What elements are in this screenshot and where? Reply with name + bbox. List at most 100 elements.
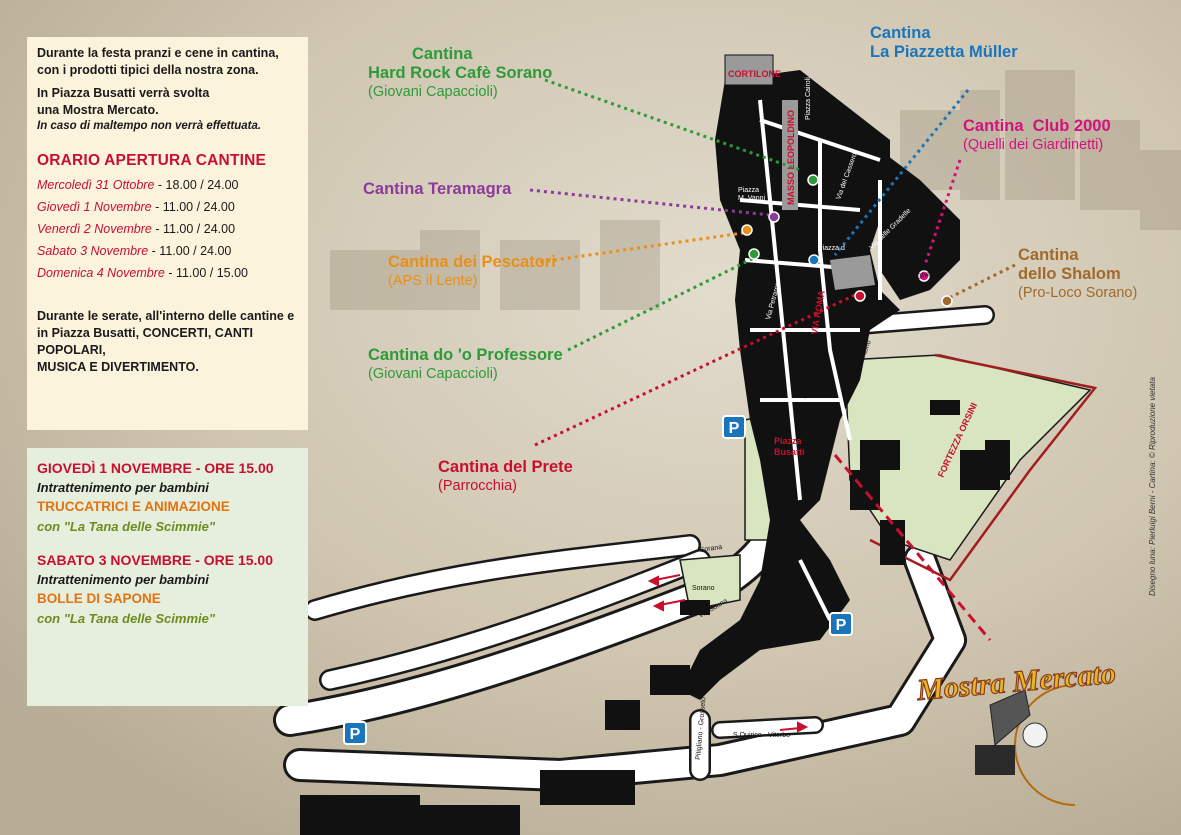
street-sorana: Sorana — [699, 544, 722, 554]
schedule-row: Giovedì 1 Novembre - 11.00 / 24.00 — [37, 196, 298, 218]
credits-text: Disegno luna: Pierluigi Berni - Cartina:… — [1148, 377, 1157, 596]
pin-shalom-icon — [941, 295, 953, 307]
pin-club-2000-icon — [918, 270, 930, 282]
cantina-name: La Piazzetta Müller — [870, 43, 1018, 61]
parking-icons: P P P — [343, 415, 853, 745]
cortilone-area — [724, 54, 774, 86]
street-piazza-cairoli: Piazza Cairoli — [805, 77, 812, 120]
pin-hard-rock-icon — [807, 174, 819, 186]
cantina-pins — [741, 174, 953, 307]
schedule-hours: - 11.00 / 15.00 — [164, 266, 249, 280]
event-host: con "La Tana delle Scimmie" — [37, 611, 216, 626]
evenings-line: in Piazza Busatti, CONCERTI, CANTI POPOL… — [37, 326, 253, 357]
street-sorano: Sorano — [692, 585, 715, 592]
cantina-pescatori-label[interactable]: Cantina dei Pescatori (APS il Lente) — [388, 253, 556, 291]
schedule-day: Venerdì 2 Novembre — [37, 222, 152, 236]
roads — [273, 305, 995, 792]
events-panel: GIOVEDÌ 1 NOVEMBRE - ORE 15.00 Intratten… — [27, 448, 308, 706]
town-blocks — [300, 70, 1010, 835]
schedule-title: ORARIO APERTURA CANTINE — [37, 152, 267, 169]
cantina-piazzetta-muller-label[interactable]: Cantina La Piazzetta Müller — [870, 24, 1018, 62]
schedule-row: Domenica 4 Novembre - 11.00 / 15.00 — [37, 262, 298, 284]
info-line: con i prodotti tipici della nostra zona. — [37, 63, 259, 77]
event-description: Intrattenimento per bambini — [37, 480, 209, 495]
evenings-line: MUSICA E DIVERTIMENTO. — [37, 360, 199, 374]
parking-icon: P — [829, 612, 853, 636]
cantina-name: dello Shalom — [1018, 265, 1121, 283]
cantina-title: Cantina — [1018, 246, 1079, 264]
background-town-silhouette — [330, 70, 1181, 310]
moon-gramophone-emblem — [975, 684, 1076, 806]
event-name: BOLLE DI SAPONE — [37, 591, 161, 606]
cantina-shalom-label[interactable]: Cantina dello Shalom (Pro-Loco Sorano) — [1018, 246, 1137, 303]
evenings-text: Durante le serate, all'interno delle can… — [37, 308, 298, 376]
pin-prete-icon — [854, 290, 866, 302]
info-note: In caso di maltempo non verrà effettuata… — [37, 120, 262, 132]
info-line: una Mostra Mercato. — [37, 103, 159, 117]
cantina-organizer: (APS il Lente) — [388, 273, 478, 289]
evenings-line: Durante le serate, all'interno delle can… — [37, 309, 295, 323]
event-item: GIOVEDÌ 1 NOVEMBRE - ORE 15.00 Intratten… — [37, 458, 298, 536]
street-squirico: S.Quirico - Viterbo — [733, 732, 790, 739]
event-header: SABATO 3 NOVEMBRE - ORE 15.00 — [37, 552, 273, 568]
cantina-organizer: (Parrocchia) — [438, 478, 517, 494]
info-line: In Piazza Busatti verrà svolta — [37, 86, 210, 100]
cantina-title: Cantina Club 2000 — [963, 117, 1111, 135]
piazza-busatti-label-1: Piazza — [774, 436, 803, 446]
street-via-borgo: Via del Borgo — [745, 288, 752, 330]
parking-icon: P — [722, 415, 746, 439]
schedule-hours: - 11.00 / 24.00 — [151, 222, 236, 236]
schedule-day: Giovedì 1 Novembre — [37, 200, 152, 214]
svg-text:P: P — [836, 617, 847, 634]
schedule-day: Mercoledì 31 Ottobre — [37, 178, 155, 192]
street-piazza-d: Piazza d — [818, 245, 845, 252]
masso-leopoldino-area — [782, 100, 798, 210]
cantina-title: Cantina — [412, 45, 473, 63]
fortezza-orsini-outline — [869, 353, 1098, 582]
cantina-title: Cantina del Prete — [438, 458, 573, 476]
cantina-club-2000-label[interactable]: Cantina Club 2000 (Quelli dei Giardinett… — [963, 117, 1111, 155]
schedule-hours: - 11.00 / 24.00 — [148, 244, 232, 258]
pin-piazzetta-muller-icon — [808, 254, 820, 266]
cantina-title: Cantina — [870, 24, 931, 42]
leader-lines — [529, 78, 1016, 641]
cantina-organizer: (Pro-Loco Sorano) — [1018, 285, 1138, 301]
cantina-prete-label[interactable]: Cantina del Prete (Parrocchia) — [438, 458, 573, 496]
event-item: SABATO 3 NOVEMBRE - ORE 15.00 Intratteni… — [37, 550, 298, 628]
schedule-list: Mercoledì 31 Ottobre - 18.00 / 24.00 Gio… — [37, 174, 298, 284]
svg-text:P: P — [729, 420, 740, 437]
parking-icon: P — [343, 721, 367, 745]
event-description: Intrattenimento per bambini — [37, 572, 209, 587]
cantina-teramagra-label[interactable]: Cantina Teramagra — [363, 180, 511, 199]
event-header: GIOVEDÌ 1 NOVEMBRE - ORE 15.00 — [37, 460, 274, 476]
schedule-day: Domenica 4 Novembre — [37, 266, 165, 280]
direction-arrows — [647, 574, 809, 733]
event-host: con "La Tana delle Scimmie" — [37, 519, 216, 534]
schedule-row: Mercoledì 31 Ottobre - 18.00 / 24.00 — [37, 174, 298, 196]
cantina-title: Cantina do 'o Professore — [368, 346, 563, 364]
pin-teramagra-icon — [768, 211, 780, 223]
cantina-hard-rock-label[interactable]: Cantina Hard Rock Cafè Sorano (Giovani C… — [368, 45, 552, 102]
schedule-row: Venerdì 2 Novembre - 11.00 / 24.00 — [37, 218, 298, 240]
svg-text:P: P — [350, 726, 361, 743]
cantina-organizer: (Giovani Capaccioli) — [368, 366, 498, 382]
cantina-name: Hard Rock Cafè Sorano — [368, 64, 553, 82]
cantina-professore-label[interactable]: Cantina do 'o Professore (Giovani Capacc… — [368, 346, 563, 384]
info-line: Durante la festa pranzi e cene in cantin… — [37, 46, 279, 60]
piazza-busatti-label-2: Busatti — [774, 447, 805, 457]
cantina-title: Cantina dei Pescatori — [388, 253, 556, 271]
schedule-day: Sabato 3 Novembre — [37, 244, 149, 258]
piazza-vanni-label-1: Piazza — [738, 187, 759, 194]
cantina-title: Cantina Teramagra — [363, 180, 512, 198]
schedule-hours: - 18.00 / 24.00 — [154, 178, 239, 192]
schedule-hours: - 11.00 / 24.00 — [151, 200, 235, 214]
schedule-row: Sabato 3 Novembre - 11.00 / 24.00 — [37, 240, 298, 262]
piazza-area — [830, 255, 875, 290]
cantina-organizer: (Giovani Capaccioli) — [368, 84, 498, 100]
masso-leopoldino-label: MASSO LEOPOLDINO — [786, 110, 796, 205]
event-name: TRUCCATRICI E ANIMAZIONE — [37, 499, 230, 514]
piazza-vanni-label-2: M. Vanni — [738, 195, 766, 202]
cantina-organizer: (Quelli dei Giardinetti) — [963, 137, 1104, 153]
pin-pescatori-icon — [741, 224, 753, 236]
